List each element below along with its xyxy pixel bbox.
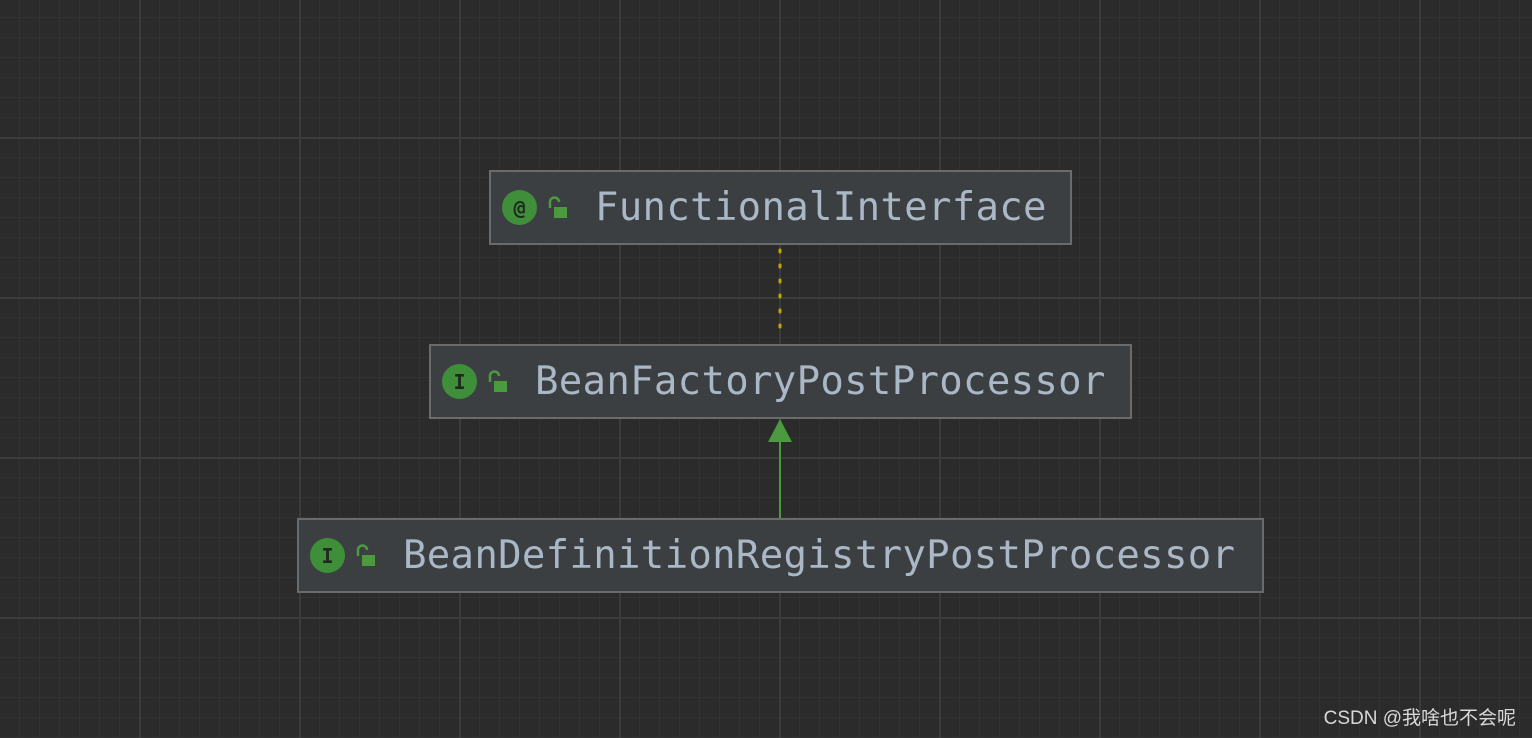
inheritance-arrowhead [768, 419, 792, 442]
annotation-icon: @ [502, 190, 537, 225]
node-label: FunctionalInterface [595, 185, 1047, 230]
interface-icon: I [310, 538, 345, 573]
node-label: BeanDefinitionRegistryPostProcessor [403, 533, 1236, 578]
interface-icon: I [442, 364, 477, 399]
node-bean-definition-registry-post-processor[interactable]: I BeanDefinitionRegistryPostProcessor [297, 518, 1264, 593]
unlocked-padlock-icon [548, 195, 567, 218]
node-bean-factory-post-processor[interactable]: I BeanFactoryPostProcessor [429, 344, 1132, 419]
unlocked-padlock-icon [356, 543, 375, 566]
unlocked-padlock-icon [488, 369, 507, 392]
node-label: BeanFactoryPostProcessor [535, 359, 1106, 404]
watermark-text: CSDN @我啥也不会呢 [1323, 708, 1516, 729]
node-functional-interface[interactable]: @ FunctionalInterface [489, 170, 1072, 245]
